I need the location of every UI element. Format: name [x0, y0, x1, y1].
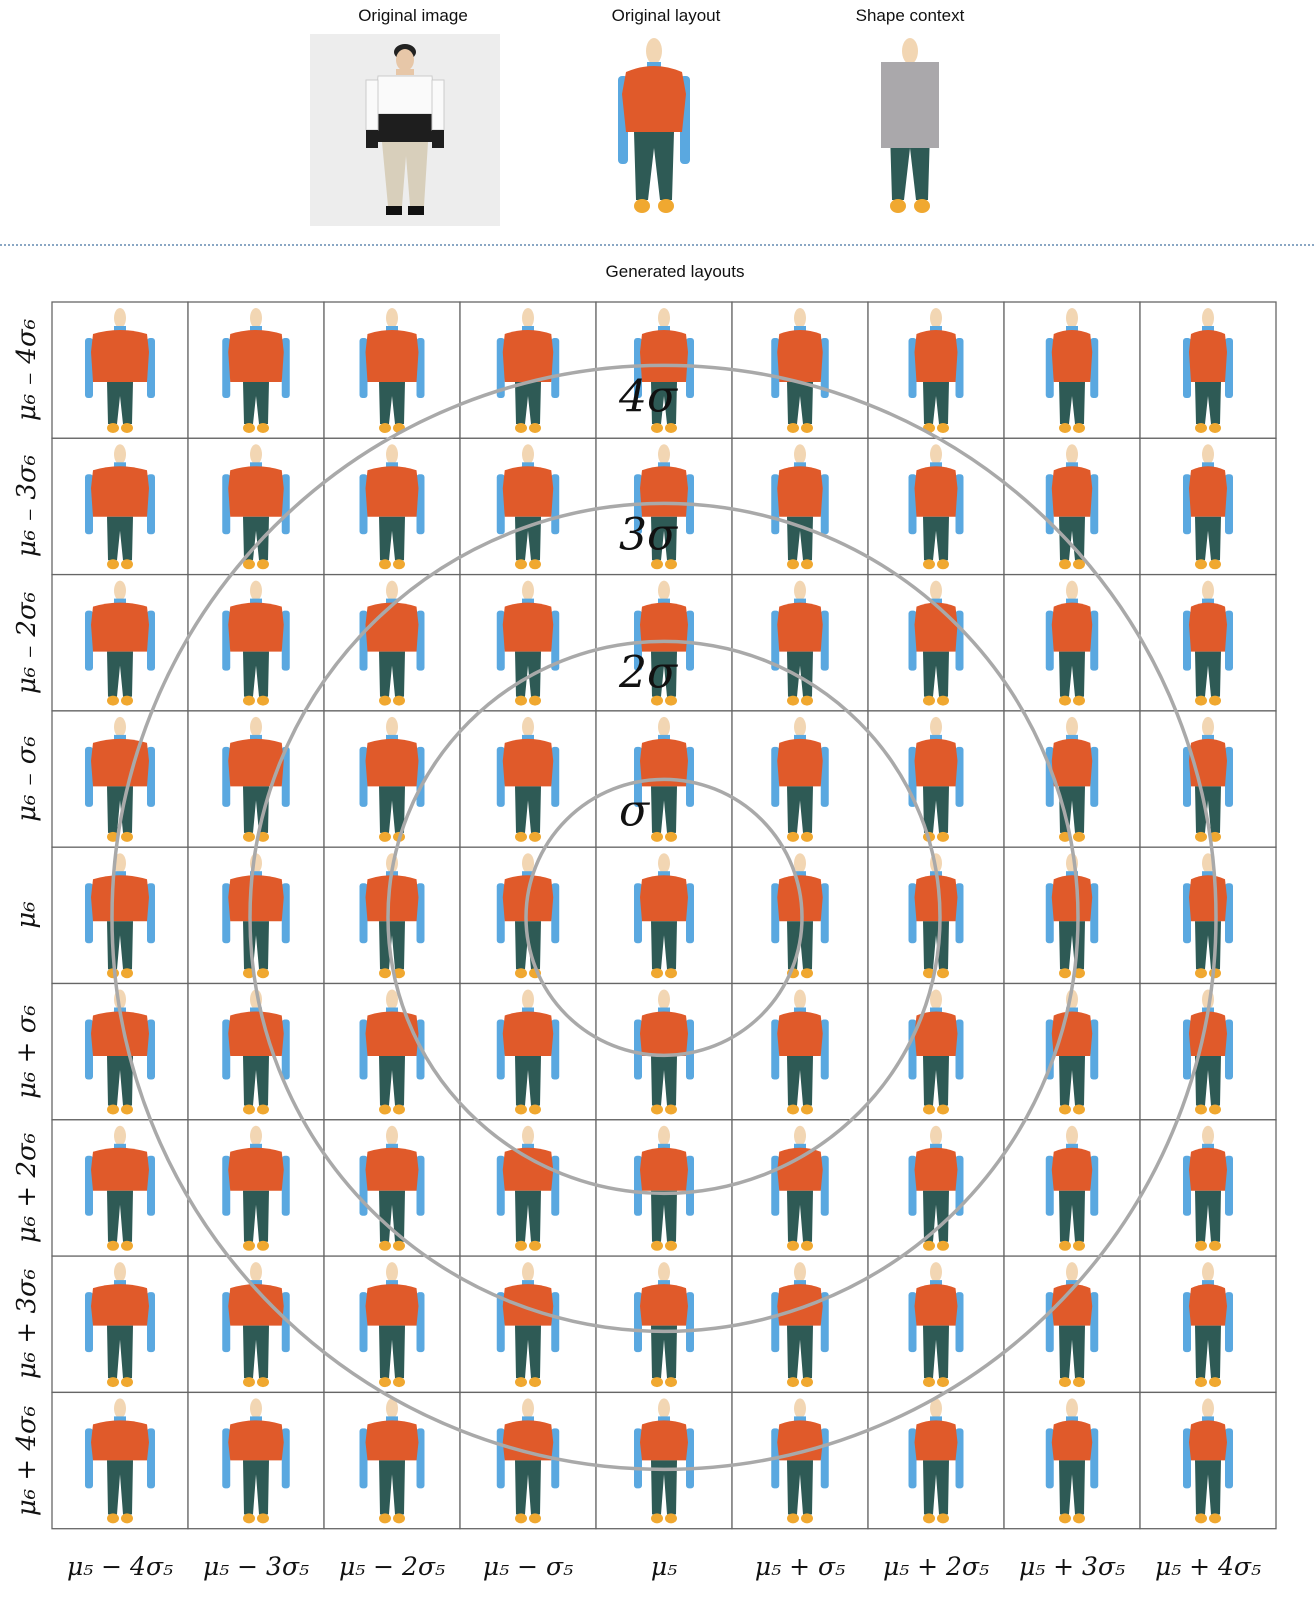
row-label-text: μ₆ + 2σ₆	[12, 1133, 42, 1243]
column-label: μ₅ + 4σ₅	[1134, 1552, 1282, 1596]
grid-figures	[85, 308, 1233, 1523]
row-label-text: μ₆ ₋ 2σ₆	[12, 592, 42, 694]
sigma-ring-label: σ	[619, 785, 651, 836]
row-label: μ₆	[0, 847, 54, 983]
column-label: μ₅ − 4σ₅	[46, 1552, 194, 1596]
column-label: μ₅ − 3σ₅	[182, 1552, 330, 1596]
row-label: μ₆ ₋ 4σ₆	[0, 302, 54, 438]
row-label-text: μ₆ ₋ 4σ₆	[12, 319, 42, 421]
column-label: μ₅ + σ₅	[726, 1552, 874, 1596]
sigma-ring-label: 2σ	[618, 647, 679, 698]
row-label: μ₆ ₋ 3σ₆	[0, 438, 54, 574]
column-label: μ₅ + 3σ₅	[998, 1552, 1146, 1596]
row-label-text: μ₆	[12, 902, 42, 929]
row-label-text: μ₆ ₋ 3σ₆	[12, 455, 42, 557]
column-label: μ₅ − 2σ₅	[318, 1552, 466, 1596]
column-label: μ₅	[590, 1552, 738, 1596]
row-label: μ₆ + σ₆	[0, 984, 54, 1120]
row-label-text: μ₆ + 4σ₆	[12, 1405, 42, 1515]
sigma-ring-label: 3σ	[619, 509, 679, 560]
row-label-text: μ₆ + 3σ₆	[12, 1269, 42, 1379]
row-label-text: μ₆ + σ₆	[12, 1005, 42, 1099]
row-label: μ₆ ₋ σ₆	[0, 711, 54, 847]
row-label: μ₆ ₋ 2σ₆	[0, 575, 54, 711]
row-label: μ₆ + 4σ₆	[0, 1392, 54, 1528]
sigma-ring-label: 4σ	[618, 371, 679, 422]
row-label-text: μ₆ ₋ σ₆	[12, 736, 42, 822]
row-label: μ₆ + 2σ₆	[0, 1120, 54, 1256]
column-label: μ₅ − σ₅	[454, 1552, 602, 1596]
column-label: μ₅ + 2σ₅	[862, 1552, 1010, 1596]
row-label: μ₆ + 3σ₆	[0, 1256, 54, 1392]
